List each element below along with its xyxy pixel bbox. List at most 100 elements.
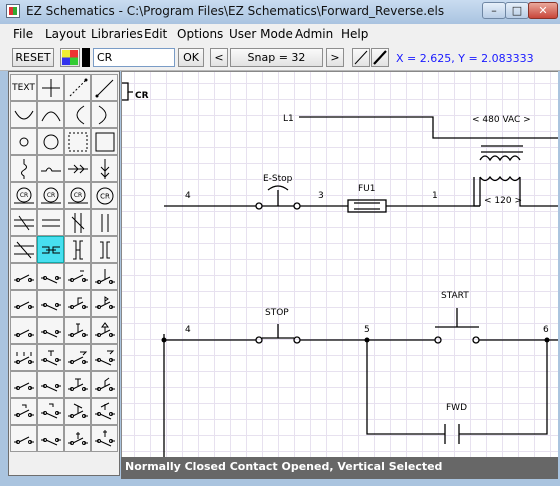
switch-tool-26[interactable] [37,425,64,452]
relay-coil-tool-3[interactable]: CR [64,182,91,209]
switch-tool-10[interactable] [37,317,64,344]
fuse-body [347,199,387,213]
junction-tool[interactable] [37,74,64,101]
switch-tool-15[interactable] [64,344,91,371]
text-tool[interactable]: TEXT [10,74,37,101]
nc-contact-bracket-tool[interactable] [64,236,91,263]
junction-dot [544,337,550,343]
nc-contact-diagonal-tool[interactable] [10,209,37,236]
nc-contact-vertical-tool[interactable] [64,209,91,236]
switch-no-icon [13,301,34,309]
reset-button[interactable]: RESET [12,48,54,67]
label-wire-1: 1 [432,191,438,201]
switch-tool-2[interactable] [37,263,64,290]
box-icon [95,132,114,151]
nc-contact-opened-tool[interactable] [10,236,37,263]
menu-file[interactable]: File [13,27,34,41]
small-circle-tool[interactable] [10,128,37,155]
switch-tool-13[interactable] [10,344,37,371]
menu-help[interactable]: Help [341,27,369,41]
switch-tool-17[interactable] [10,371,37,398]
arrow-horizontal-tool[interactable] [64,155,91,182]
relay-coil-tool-4[interactable]: CR [91,182,118,209]
switch-tool-1[interactable] [10,263,37,290]
color-palette-button[interactable] [60,48,80,67]
switch-tool-24[interactable] [91,398,118,425]
snap-decrease-button[interactable]: < [210,48,228,67]
dashed-line-tool[interactable] [64,74,91,101]
label-wire-3: 3 [318,191,324,201]
arc-right-tool[interactable] [91,101,118,128]
snap-increase-button[interactable]: > [326,48,344,67]
switch-tool-28[interactable] [91,425,118,452]
switch-tool-20[interactable] [91,371,118,398]
switch-tool-22[interactable] [37,398,64,425]
ok-button[interactable]: OK [178,48,204,67]
seal-in-wire-right [459,340,548,435]
switch-tool-21[interactable] [10,398,37,425]
box-tool[interactable] [91,128,118,155]
switch-tool-9[interactable] [10,317,37,344]
line-tool[interactable] [91,74,118,101]
switch-tool-4[interactable] [91,263,118,290]
relay-coil-tool-2[interactable]: CR [37,182,64,209]
arrow-vertical-tool[interactable] [91,155,118,182]
switch-tool-18[interactable] [37,371,64,398]
color-palette-icon [62,50,78,65]
menu-admin[interactable]: Admin [295,27,334,41]
thin-line-button[interactable] [352,48,370,67]
close-button[interactable]: ✕ [528,2,558,19]
title-bar[interactable]: EZ Schematics - C:\Program Files\EZ Sche… [0,0,560,24]
wave-vertical-tool[interactable] [10,155,37,182]
no-contact-bracket-tool[interactable] [91,236,118,263]
switch-foot-icon [67,378,88,391]
no-contact-horizontal-tool[interactable] [37,209,64,236]
svg-text:CR: CR [19,192,27,199]
circle-tool[interactable] [37,128,64,155]
normally-closed-contact-vertical-tool[interactable] [37,236,64,263]
arc-up-tool[interactable] [37,101,64,128]
no-contact-vertical-tool[interactable] [91,209,118,236]
switch-tool-14[interactable] [37,344,64,371]
start-pushbutton [435,308,479,328]
thick-line-button[interactable] [371,48,389,67]
switch-tool-11[interactable] [64,317,91,344]
switch-tool-12[interactable] [91,317,118,344]
menu-layout[interactable]: Layout [45,27,86,41]
switch-tool-8[interactable] [91,290,118,317]
label-wire-5: 5 [364,325,370,335]
switch-no-icon [13,274,34,282]
minimize-button[interactable]: – [482,2,506,19]
switch-timed-nc-icon [40,350,61,365]
menu-user-mode[interactable]: User Mode [229,27,293,41]
dashed-line-icon [69,78,87,96]
current-color-swatch[interactable] [82,48,90,67]
switch-tool-7[interactable] [64,290,91,317]
menu-edit[interactable]: Edit [144,27,168,41]
schematic-canvas[interactable]: CR L1 < 480 VAC > < 120 > E-Stop FU1 4 3… [121,71,558,457]
switch-tool-6[interactable] [37,290,64,317]
switch-tool-23[interactable] [64,398,91,425]
snap-display: Snap = 32 [230,48,323,67]
nc-contact-vertical-icon [71,212,84,233]
maximize-button[interactable]: □ [505,2,529,19]
wave-horizontal-tool[interactable] [37,155,64,182]
component-name-input[interactable] [93,48,175,67]
dashed-box-tool[interactable] [64,128,91,155]
menu-libraries[interactable]: Libraries [91,27,143,41]
relay-coil-tool-1[interactable]: CR [10,182,37,209]
switch-tool-27[interactable] [64,425,91,452]
switch-tool-25[interactable] [10,425,37,452]
switch-no-icon [13,382,34,390]
stop-pushbutton [262,324,294,339]
estop-terminal-right [293,202,301,210]
switch-tool-3[interactable] [64,263,91,290]
switch-tool-5[interactable] [10,290,37,317]
svg-text:CR: CR [73,192,81,199]
menu-options[interactable]: Options [177,27,224,41]
switch-tool-16[interactable] [91,344,118,371]
arc-left-tool[interactable] [64,101,91,128]
arc-down-tool[interactable] [10,101,37,128]
switch-tool-19[interactable] [64,371,91,398]
